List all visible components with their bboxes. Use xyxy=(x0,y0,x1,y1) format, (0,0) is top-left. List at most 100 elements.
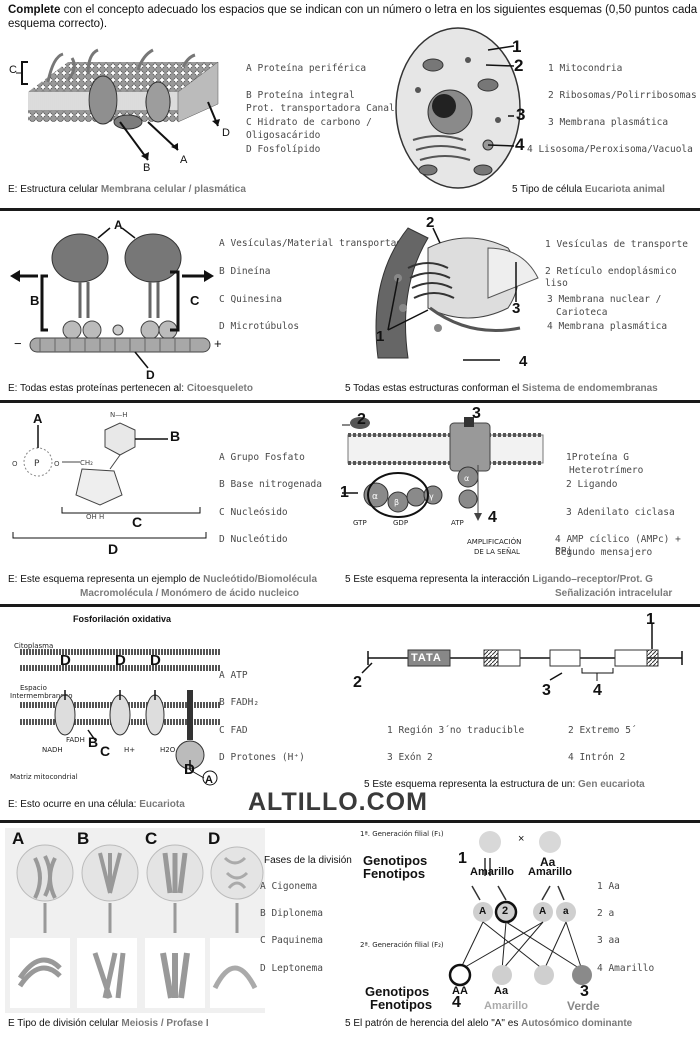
s5-left-caption: E Tipo de división celular Meiosis / Pro… xyxy=(8,1017,209,1030)
section-separator-2 xyxy=(0,400,700,403)
s3-right-answer-2: Señalización intracelular xyxy=(555,588,673,599)
s1-right-list-3: 4 Lisosoma/Peroxisoma/Vacuola xyxy=(527,144,693,155)
instructions-bold: Complete xyxy=(8,4,61,16)
s4-right-list-1: 2 Extremo 5´ xyxy=(568,725,637,736)
s3-left-answer-2: Macromolécula / Monómero de ácido nuclei… xyxy=(80,588,299,599)
s5-right-caption: 5 El patrón de herencia del alelo "A" es… xyxy=(345,1017,632,1030)
small-gtp: GTP xyxy=(353,519,367,527)
label-D-membrane: D xyxy=(222,127,230,139)
s3-right-caption-text: 5 Este esquema representa la interacción xyxy=(345,574,533,585)
nucleotide-diagram: P O O CH₂ N—H OH H xyxy=(12,411,207,539)
small-senal: DE LA SEÑAL xyxy=(474,548,520,556)
label-A-oxphos: A xyxy=(205,774,213,786)
s4-left-list-0: A ATP xyxy=(219,670,248,681)
s2-right-list-3: Carioteca xyxy=(556,307,608,318)
s3-left-list-3: D Nucleótido xyxy=(219,534,288,545)
s1-right-caption-text: 5 Tipo de célula xyxy=(512,184,585,195)
small-matriz: Matriz mitocondrial xyxy=(10,773,78,781)
motor-protein-diagram xyxy=(10,227,214,369)
small-nadh: NADH xyxy=(42,746,63,754)
label-C-nucleotide: C xyxy=(132,514,143,530)
label-3-gprotein: 3 xyxy=(472,405,481,422)
s2-right-answer: Sistema de endomembranas xyxy=(522,383,658,394)
label-A-motor: A xyxy=(114,218,123,232)
altillo-watermark: ALTILLO.COM xyxy=(248,788,428,816)
label-1-cell: 1 xyxy=(512,37,522,56)
s5-right-list-0: 1 Aa xyxy=(597,881,620,892)
s4-right-list-3: 4 Intrón 2 xyxy=(568,752,626,763)
phase-letter-C: C xyxy=(145,829,158,848)
s1-left-list-4: Oligosacárido xyxy=(246,130,321,141)
s4-right-list-2: 3 Exón 2 xyxy=(387,752,433,763)
section-separator-4 xyxy=(0,820,700,823)
s5-right-list-3: 4 Amarillo xyxy=(597,963,655,974)
s2-right-list-0: 1 Vesículas de transporte xyxy=(545,239,688,250)
label-B-nucleotide: B xyxy=(170,428,181,444)
phase-letter-B: B xyxy=(77,829,90,848)
s2-right-list-4: 4 Membrana plasmática xyxy=(547,321,668,332)
svg-text:P: P xyxy=(34,459,40,469)
s3-left-answer-1: Nucleótido/Biomolécula xyxy=(203,574,318,585)
s1-left-list-0: A Proteína periférica xyxy=(246,63,367,74)
svg-text:α: α xyxy=(464,474,469,483)
s2-right-list-2: 3 Membrana nuclear / xyxy=(547,294,662,305)
s4-right-answer: Gen eucariota xyxy=(578,779,645,790)
label-3-gene: 3 xyxy=(542,682,551,699)
genetics-cross-diagram xyxy=(448,831,592,987)
instructions: Complete con el concepto adecuado los es… xyxy=(8,3,698,31)
s4-left-list-2: C FAD xyxy=(219,725,248,736)
label-C-oxphos: C xyxy=(100,743,111,759)
phase-letter-A: A xyxy=(12,829,25,848)
s3-right-caption-line1: 5 Este esquema representa la interacción… xyxy=(345,573,653,586)
s3-left-list-0: A Grupo Fosfato xyxy=(219,452,305,463)
endomembrane-diagram xyxy=(375,227,539,361)
label-3-genetics: 3 xyxy=(580,983,589,1000)
s4-right-caption-text: 5 Este esquema representa la estructura … xyxy=(364,779,579,790)
s5-left-list-3: D Leptonema xyxy=(260,963,323,974)
svg-text:OH H: OH H xyxy=(86,513,104,521)
s3-right-list-3: 3 Adenilato ciclasa xyxy=(566,507,675,518)
s2-left-list-0: A Vesículas/Material transportado xyxy=(219,238,408,249)
genotype-Aa: Aa xyxy=(494,985,509,997)
s4-left-caption-text: E: Esto ocurre en una célula: xyxy=(8,799,140,810)
label-1-endo: 1 xyxy=(376,328,385,345)
s2-left-caption-text: E: Todas estas proteínas pertenecen al: xyxy=(8,383,187,394)
s1-left-caption: E: Estructura celular Membrana celular /… xyxy=(8,183,246,196)
label-1-gprotein: 1 xyxy=(340,484,349,501)
s5-left-caption-text: E Tipo de división celular xyxy=(8,1018,122,1029)
small-h-plus: H+ xyxy=(124,746,136,754)
phenotype-verde: Verde xyxy=(567,999,600,1013)
section-separator-1 xyxy=(0,208,700,211)
s3-right-list-1: Heterotrímero xyxy=(569,465,644,476)
s2-right-caption-text: 5 Todas estas estructuras conforman el xyxy=(345,383,523,394)
s3-left-list-1: B Base nitrogenada xyxy=(219,479,322,490)
s1-right-answer: Eucariota animal xyxy=(584,184,665,195)
svg-text:O: O xyxy=(12,460,18,468)
gene-diagram xyxy=(361,623,683,681)
tata-box-label: TATA xyxy=(411,652,442,664)
label-1-gene: 1 xyxy=(646,611,655,628)
s2-left-list-1: B Dineína xyxy=(219,266,271,277)
label-4-cell: 4 xyxy=(515,135,525,154)
s3-right-list-5: Segundo mensajero xyxy=(555,547,653,558)
section-separator-3 xyxy=(0,604,700,607)
label-plus-end: + xyxy=(214,336,222,351)
s4-left-list-1: B FADH₂ xyxy=(219,697,260,708)
s3-left-caption-text: E: Este esquema representa un ejemplo de xyxy=(8,574,204,585)
fenotipos-label-bottom: Fenotipos xyxy=(370,997,433,1012)
s1-right-list-2: 3 Membrana plasmática xyxy=(548,117,669,128)
s3-left-caption-line2: Macromolécula / Monómero de ácido nuclei… xyxy=(80,587,299,600)
s5-left-list-2: C Paquinema xyxy=(260,935,323,946)
label-D-oxphos-1: D xyxy=(60,652,71,669)
s1-left-list-1: B Proteína integral xyxy=(246,90,355,101)
gamete-a: a xyxy=(563,906,569,917)
label-B-membrane: B xyxy=(143,162,151,174)
s1-left-caption-text: E: Estructura celular xyxy=(8,184,101,195)
aa-top-right: Aa xyxy=(540,855,556,869)
membrane-diagram xyxy=(16,48,220,161)
cross-symbol: × xyxy=(518,833,525,845)
label-1-genetics: 1 xyxy=(458,850,467,867)
s1-right-list-0: 1 Mitocondria xyxy=(548,63,623,74)
gamete-A-right: A xyxy=(539,906,547,917)
svg-text:CH₂: CH₂ xyxy=(80,459,93,467)
